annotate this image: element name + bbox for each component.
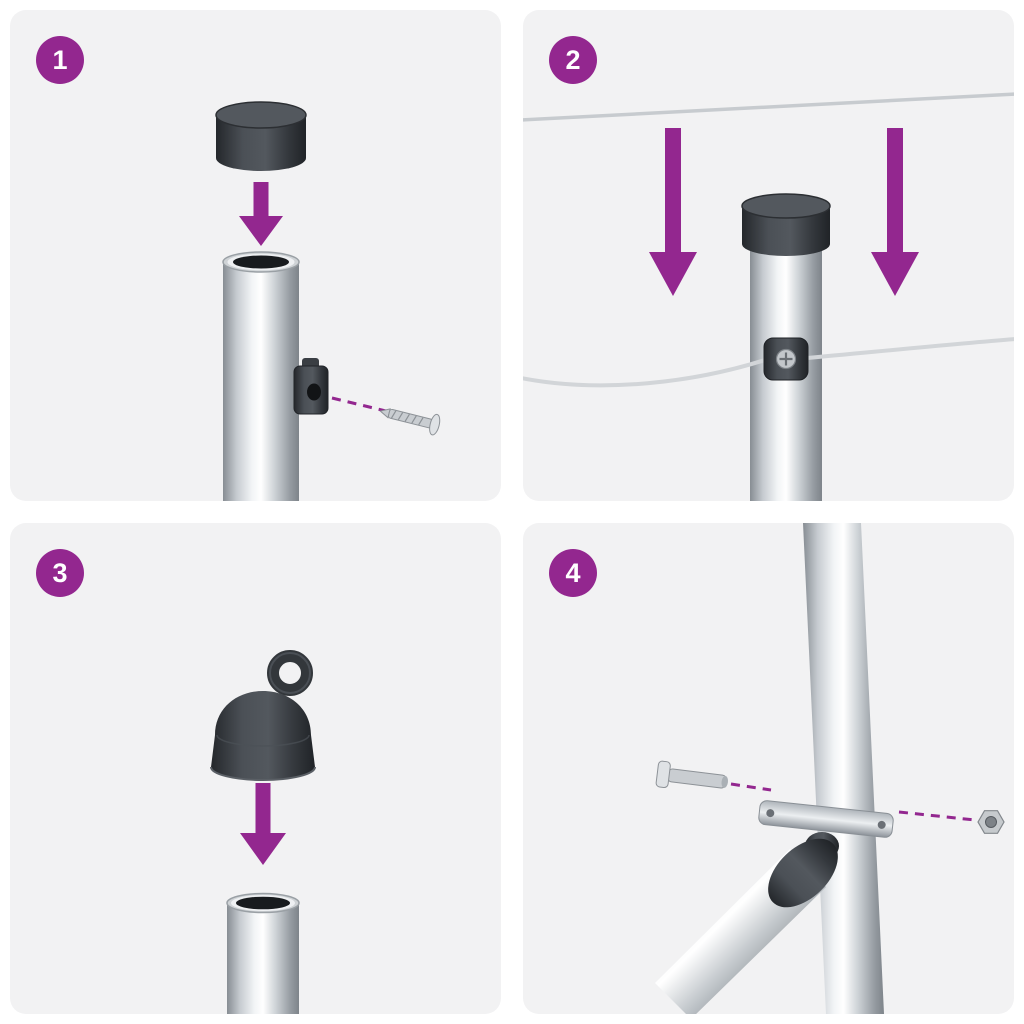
tension-wire-icon (523, 92, 1014, 122)
down-arrow-icon (240, 783, 286, 865)
nut-icon (977, 810, 1005, 834)
step-1-number: 1 (52, 44, 68, 75)
step-1-badge: 1 (36, 36, 84, 84)
step-4-panel: 4 (523, 523, 1014, 1014)
metal-post-icon (222, 251, 300, 501)
vertical-post-icon (803, 523, 884, 1014)
post-cap-icon (215, 101, 307, 171)
strap-clamp-icon (758, 800, 894, 838)
step-4-badge: 4 (549, 549, 597, 597)
capped-post-icon (741, 193, 831, 501)
step-3-badge: 3 (36, 549, 84, 597)
step-2-illustration (523, 92, 1014, 501)
down-arrow-icon (239, 182, 283, 246)
dashed-guide-icon (331, 396, 391, 414)
step-2-badge: 2 (549, 36, 597, 84)
step-4-illustration (655, 523, 1005, 1014)
bolt-icon (655, 760, 729, 789)
eye-cap-icon (210, 650, 316, 781)
metal-post-icon (226, 892, 300, 1014)
screw-icon (379, 408, 441, 436)
step-3-number: 3 (52, 557, 68, 588)
step-3-panel: 3 (10, 523, 501, 1014)
down-arrow-icon (649, 128, 697, 296)
step-2-number: 2 (565, 44, 581, 75)
step-1-illustration (215, 101, 441, 501)
wire-clamp-icon (293, 358, 329, 415)
wire-clamp-icon (763, 337, 809, 381)
step-2-panel: 2 (523, 10, 1014, 501)
step-3-illustration (210, 650, 316, 1014)
step-1-panel: 1 (10, 10, 501, 501)
down-arrow-icon (871, 128, 919, 296)
dashed-guide-icon (730, 782, 976, 822)
tension-wire-icon (523, 337, 1014, 388)
step-4-number: 4 (565, 557, 581, 588)
brace-connector-icon (768, 832, 839, 908)
